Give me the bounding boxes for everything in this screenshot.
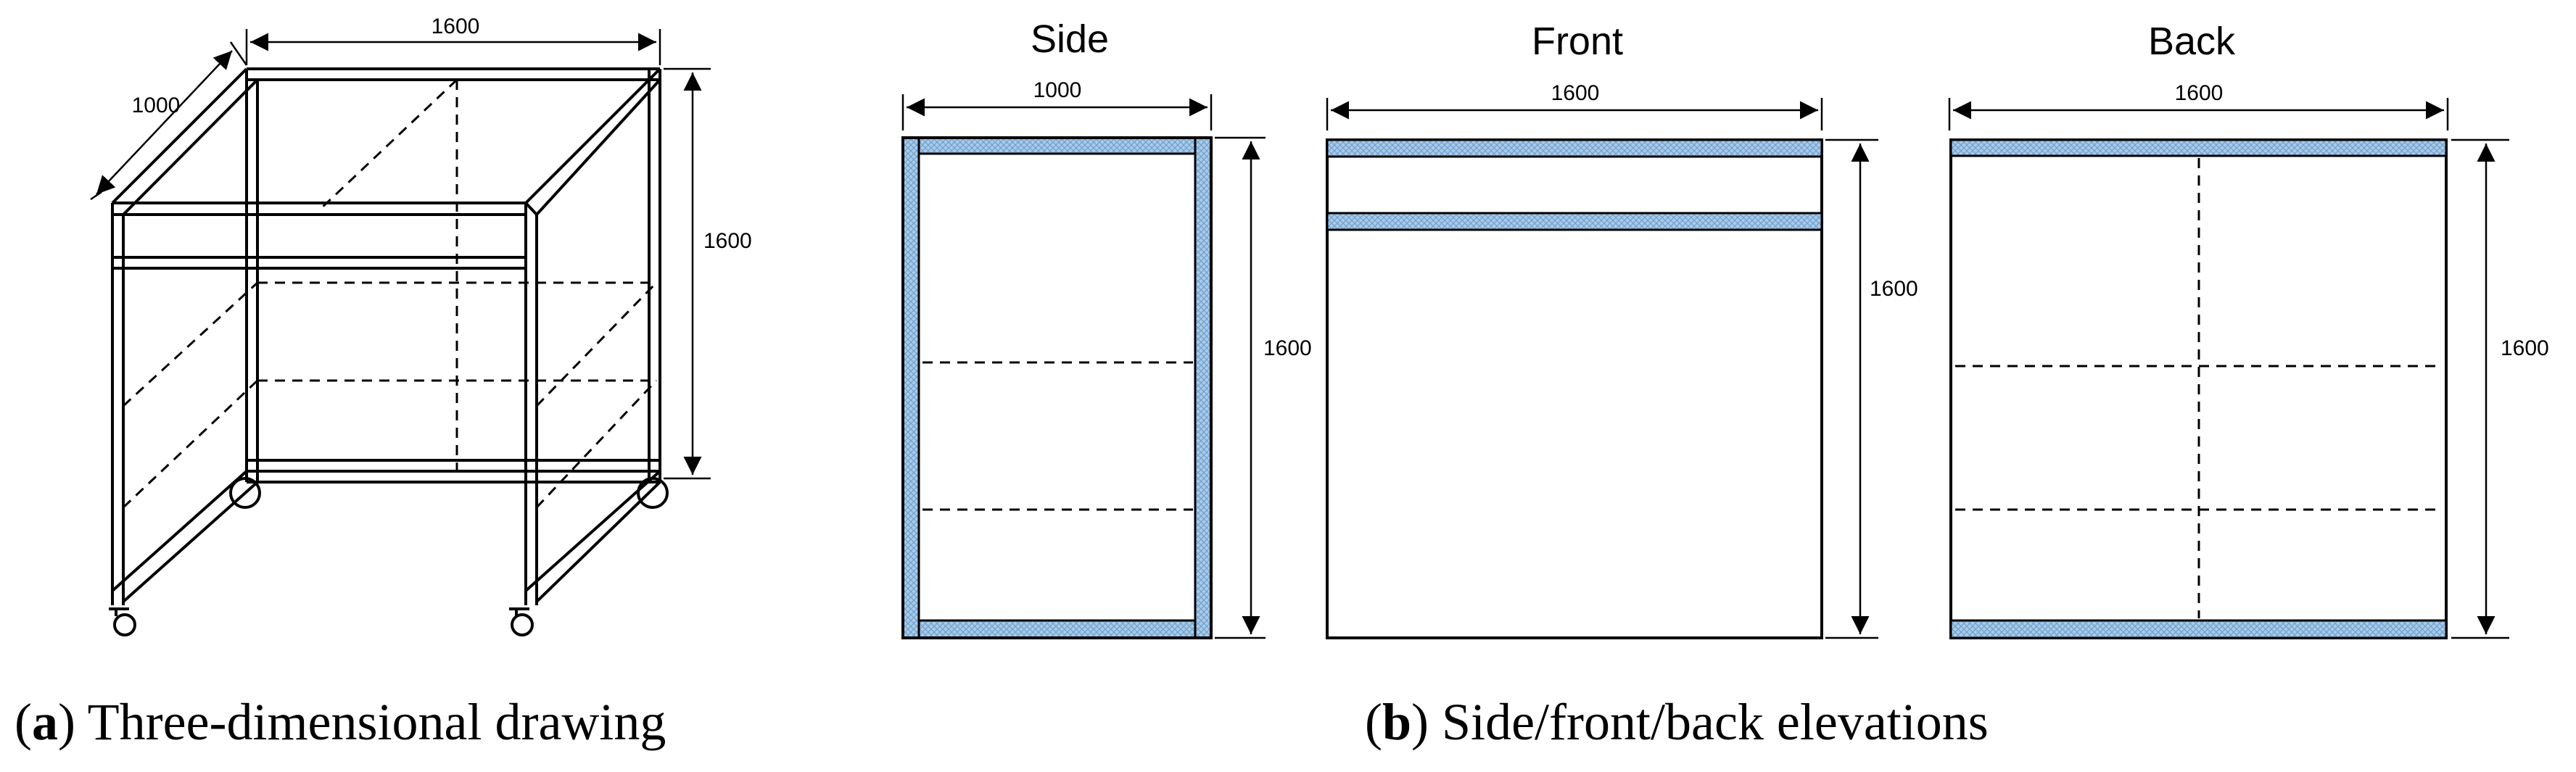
wheels: [109, 477, 669, 636]
caption-b-text: (b) Side/front/back elevations: [1365, 693, 1989, 751]
caption-b: (b) Side/front/back elevations: [1365, 693, 1989, 751]
front-upper-panel: [1326, 212, 1823, 231]
three-d-drawing: 1600 1000 1600: [90, 14, 752, 636]
side-dim-height-label: 1600: [1263, 336, 1312, 360]
side-title: Side: [1031, 17, 1109, 61]
back-dim-height-label: 1600: [2501, 336, 2549, 360]
caption-b-body: Side/front/back elevations: [1442, 693, 1989, 751]
caption-a-body: Three-dimensional drawing: [88, 693, 666, 751]
wheel-icon: [511, 613, 534, 636]
side-left-panel: [901, 136, 920, 639]
back-dim-width-label: 1600: [2175, 81, 2224, 105]
caption-a-letter: a: [32, 693, 58, 751]
dim-width-label: 1600: [432, 14, 480, 38]
front-dim-height-label: 1600: [1870, 277, 1918, 301]
wheel-icon: [637, 477, 669, 509]
side-right-panel: [1194, 136, 1213, 639]
side-dim-width-label: 1000: [1033, 78, 1082, 102]
front-dim-width-label: 1600: [1551, 81, 1600, 105]
caster-icon: [109, 607, 129, 616]
side-outline: [901, 136, 1213, 639]
dim-height-label: 1600: [703, 229, 752, 253]
hidden-lines: [122, 78, 658, 509]
posts: [111, 69, 661, 605]
dim-depth-label: 1000: [132, 94, 181, 117]
caption-b-letter: b: [1382, 693, 1411, 751]
back-top-panel: [1949, 138, 2448, 157]
front-elevation: Front 1600 1600: [1326, 20, 1918, 639]
caption-a: (a) Three-dimensional drawing: [15, 693, 666, 751]
bottom-rim: [111, 459, 661, 603]
front-crossbar: [112, 256, 526, 270]
wheel-icon: [113, 613, 136, 636]
back-bottom-panel: [1949, 619, 2448, 639]
wheel-icon: [229, 477, 261, 509]
caption-a-text: (a) Three-dimensional drawing: [15, 693, 666, 751]
side-bottom-panel: [917, 619, 1197, 639]
three-d-dimensions: 1600 1000 1600: [90, 14, 752, 480]
front-title: Front: [1532, 20, 1623, 63]
side-top-panel: [917, 136, 1197, 155]
front-top-panel: [1326, 138, 1823, 158]
back-elevation: Back 1600 1600: [1948, 20, 2549, 639]
back-title: Back: [2148, 20, 2236, 63]
side-elevation: Side 1000 1600: [901, 17, 1312, 639]
